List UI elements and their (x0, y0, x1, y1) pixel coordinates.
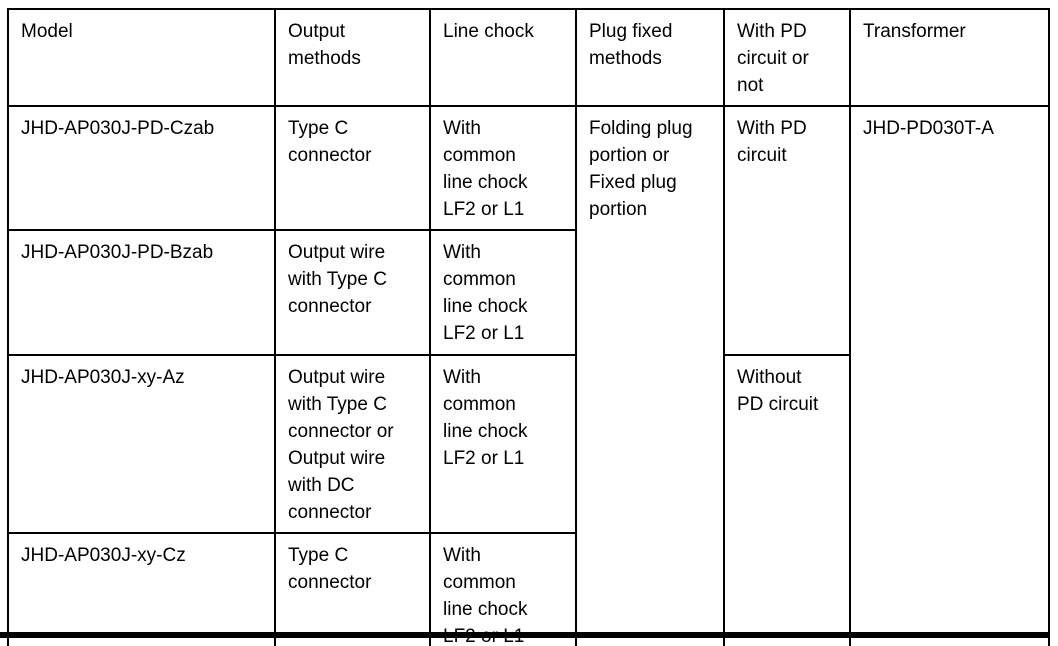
header-cell-pd-circuit: With PD circuit or not (723, 8, 851, 107)
cell-model: JHD-AP030J-PD-Bzab (7, 229, 276, 356)
cell-plug-fixed-methods: Folding plug portion or Fixed plug porti… (575, 105, 725, 646)
cell-transformer: JHD-PD030T-A (849, 105, 1050, 646)
product-spec-table: Model Output methods Line chock Plug fix… (7, 8, 1050, 646)
cell-line-chock: With common line chock LF2 or L1 (429, 229, 577, 356)
table-row: JHD-AP030J-xy-Cz Type C connector With c… (7, 532, 1049, 646)
table-row: JHD-AP030J-PD-Czab Type C connector With… (7, 105, 1050, 646)
cell-with-pd-circuit: With PD circuit (723, 105, 851, 356)
cell-output-methods: Type C connector (274, 105, 431, 231)
header-cell-transformer: Transformer (849, 8, 1050, 107)
cell-output-methods: Output wire with Type C connector (274, 229, 431, 356)
cell-line-chock: With common line chock LF2 or L1 (429, 532, 577, 646)
cell-model: JHD-AP030J-xy-Cz (7, 532, 276, 646)
cell-line-chock: With common line chock LF2 or L1 (429, 354, 577, 534)
cell-line-chock: With common line chock LF2 or L1 (429, 105, 577, 231)
cell-model: JHD-AP030J-xy-Az (7, 354, 276, 534)
cell-without-pd-circuit: Without PD circuit (723, 354, 851, 646)
page-bottom-rule (0, 632, 1048, 638)
cell-model: JHD-AP030J-PD-Czab (7, 105, 276, 231)
header-cell-line-chock: Line chock (429, 8, 577, 107)
table-row: JHD-AP030J-xy-Az Output wire with Type C… (7, 354, 1049, 646)
table-row: JHD-AP030J-PD-Bzab Output wire with Type… (7, 229, 1049, 356)
header-cell-model: Model (7, 8, 276, 107)
table-header-row: Model Output methods Line chock Plug fix… (7, 8, 1050, 107)
header-cell-plug-fixed-methods: Plug fixed methods (575, 8, 725, 107)
cell-output-methods: Type C connector (274, 532, 431, 646)
header-cell-output-methods: Output methods (274, 8, 431, 107)
cell-output-methods: Output wire with Type C connector or Out… (274, 354, 431, 534)
